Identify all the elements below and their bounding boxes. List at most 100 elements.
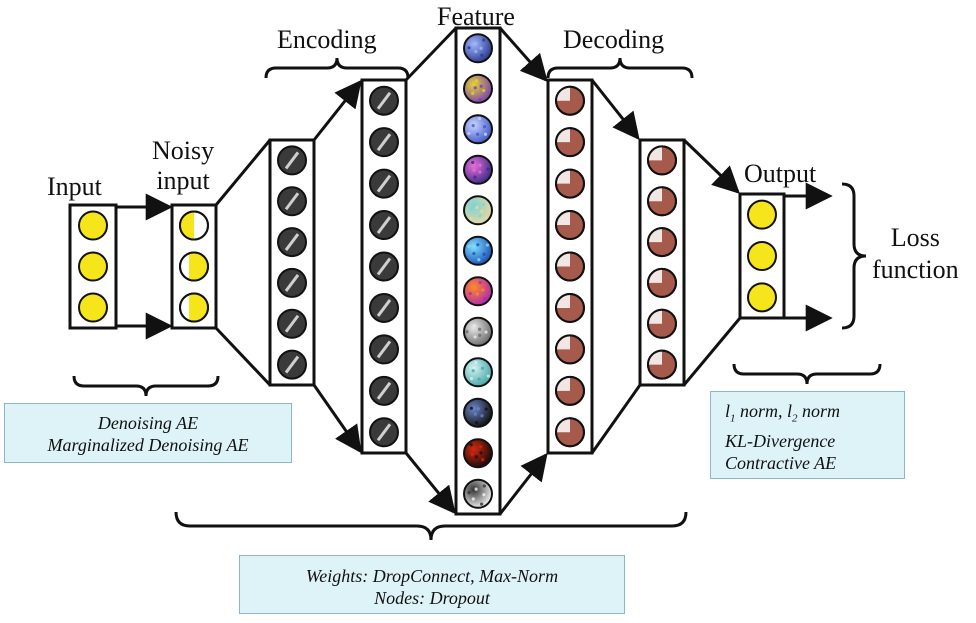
- texture-dot: [480, 502, 484, 506]
- node-outline: [647, 145, 677, 176]
- dec1-node: [555, 127, 585, 158]
- texture-dot: [478, 97, 482, 102]
- brace-encoding: [264, 57, 410, 79]
- braces: [72, 57, 882, 541]
- node-glint: [376, 257, 392, 276]
- feature-blue-splash-icon: [463, 235, 493, 266]
- feat-node: [463, 195, 493, 226]
- feat-node: [463, 397, 493, 428]
- noisy-node: [179, 251, 209, 282]
- texture-dot: [481, 202, 485, 206]
- layer-dec1: [546, 78, 594, 455]
- input-node: [78, 251, 108, 282]
- texture-dot: [467, 244, 471, 248]
- texture-dot: [474, 487, 478, 491]
- texture-dot: [469, 406, 473, 410]
- dec1-node: [555, 334, 585, 365]
- texture-dot: [468, 291, 472, 296]
- texture-dot: [471, 124, 475, 128]
- layer-enc1: [268, 138, 316, 387]
- layer-box: [454, 26, 502, 516]
- edge-feat-dec1-bottom: [498, 452, 548, 515]
- feature-red-fire-icon: [463, 438, 493, 469]
- node-circle: [78, 210, 108, 241]
- edge-enc2-feat-bottom: [404, 452, 456, 515]
- texture-dot: [474, 360, 478, 365]
- texture-dot: [470, 452, 474, 456]
- input-node: [78, 210, 108, 241]
- out-node: [747, 199, 777, 230]
- texture-dot: [482, 38, 486, 42]
- dec1-node: [555, 251, 585, 282]
- node-outline: [647, 186, 677, 217]
- l1-norm-text: norm,: [740, 401, 783, 421]
- texture-dot: [473, 335, 477, 339]
- edge-dec2-out-top: [682, 138, 740, 194]
- node-outline: [647, 349, 677, 380]
- output-label: Output: [744, 159, 817, 188]
- node-quarter: [648, 146, 662, 161]
- noisy-input-label: Noisy input: [152, 138, 214, 194]
- texture-dot: [476, 407, 480, 411]
- texture-dot: [471, 369, 475, 373]
- node-glint: [284, 233, 300, 251]
- node-glint: [376, 340, 392, 359]
- texture-dot: [479, 451, 483, 455]
- enc2-node: [369, 85, 399, 116]
- texture-dot: [467, 491, 471, 495]
- brace-weights-reg: [174, 511, 688, 541]
- texture-dot: [471, 160, 475, 165]
- enc1-node: [277, 349, 307, 380]
- edge-noisy-enc1-top: [214, 139, 272, 206]
- node-fill: [189, 252, 209, 281]
- edge-enc2-feat-top: [404, 26, 458, 82]
- node-quarter: [556, 418, 570, 433]
- texture-dot: [467, 131, 471, 135]
- enc2-node: [369, 292, 399, 323]
- dec2-node: [647, 227, 677, 258]
- node-outline: [555, 127, 585, 158]
- texture-dot: [474, 42, 478, 46]
- feat-node: [463, 33, 493, 64]
- node-outline: [179, 251, 209, 282]
- node-quarter: [556, 169, 570, 184]
- feat-node: [463, 438, 493, 469]
- texture-dot: [471, 497, 475, 501]
- node-outline: [555, 85, 585, 116]
- texture-dot: [472, 251, 476, 256]
- brace-loss-reg: [732, 363, 882, 385]
- brace-input-reg: [72, 375, 220, 397]
- texture-dot: [475, 205, 479, 210]
- node-quarter: [556, 335, 570, 350]
- note-nodes: Nodes: Dropout: [374, 588, 490, 608]
- texture-dot: [473, 86, 477, 90]
- node-outline: [555, 251, 585, 282]
- layer-enc2: [360, 78, 408, 455]
- dec2-node: [647, 349, 677, 380]
- noisy-node: [179, 210, 209, 241]
- node-circle: [747, 282, 777, 313]
- edge-dec2-out-bottom: [682, 317, 742, 386]
- node-quarter: [648, 268, 662, 283]
- input-regularization-box: Denoising AE Marginalized Denoising AE: [4, 403, 292, 463]
- note-contractive: Contractive AE: [725, 452, 837, 473]
- texture-dot: [486, 167, 490, 171]
- node-glint: [284, 314, 300, 333]
- texture-dot: [478, 214, 482, 218]
- edge-dec1-dec2-top: [590, 79, 640, 141]
- texture-dot: [481, 458, 485, 462]
- feat-node: [463, 73, 493, 104]
- enc1-node: [277, 267, 307, 298]
- node-quarter: [648, 228, 662, 243]
- layer-out: [738, 192, 786, 320]
- node-outline: [555, 168, 585, 199]
- feature-blue-texture-icon: [463, 114, 493, 145]
- feature-colorful-noise-icon: [463, 154, 493, 185]
- texture-dot: [465, 330, 469, 334]
- node-outline: [647, 267, 677, 298]
- dec2-node: [647, 308, 677, 339]
- texture-dot: [478, 333, 482, 337]
- l2-norm-text: norm: [802, 401, 841, 421]
